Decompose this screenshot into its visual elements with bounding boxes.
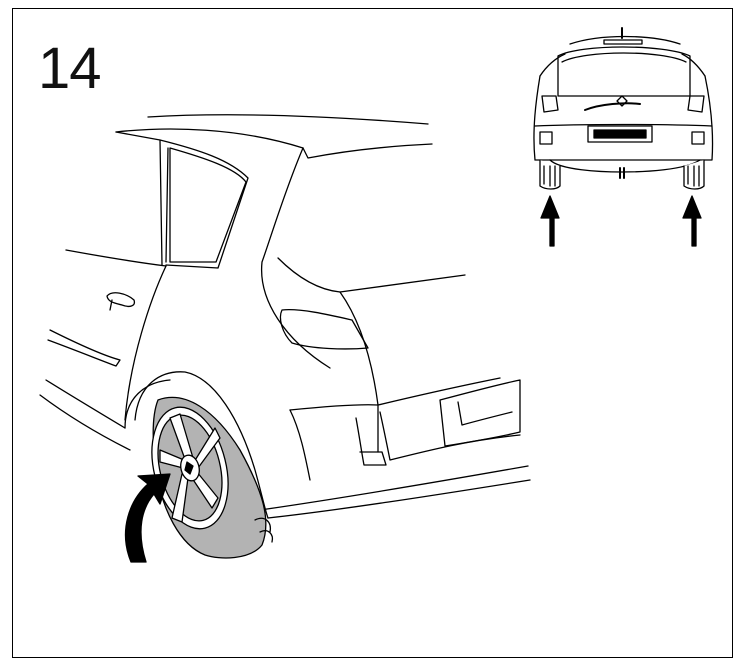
arrow-up-icon — [682, 195, 702, 247]
rear-wheel — [151, 396, 274, 559]
car-rear-three-quarter-icon — [39, 114, 531, 519]
step-number: 14 — [38, 36, 102, 101]
arrow-up-icon — [540, 195, 560, 247]
curved-arrow-icon — [124, 473, 171, 563]
car-rear-view-icon — [533, 27, 714, 190]
